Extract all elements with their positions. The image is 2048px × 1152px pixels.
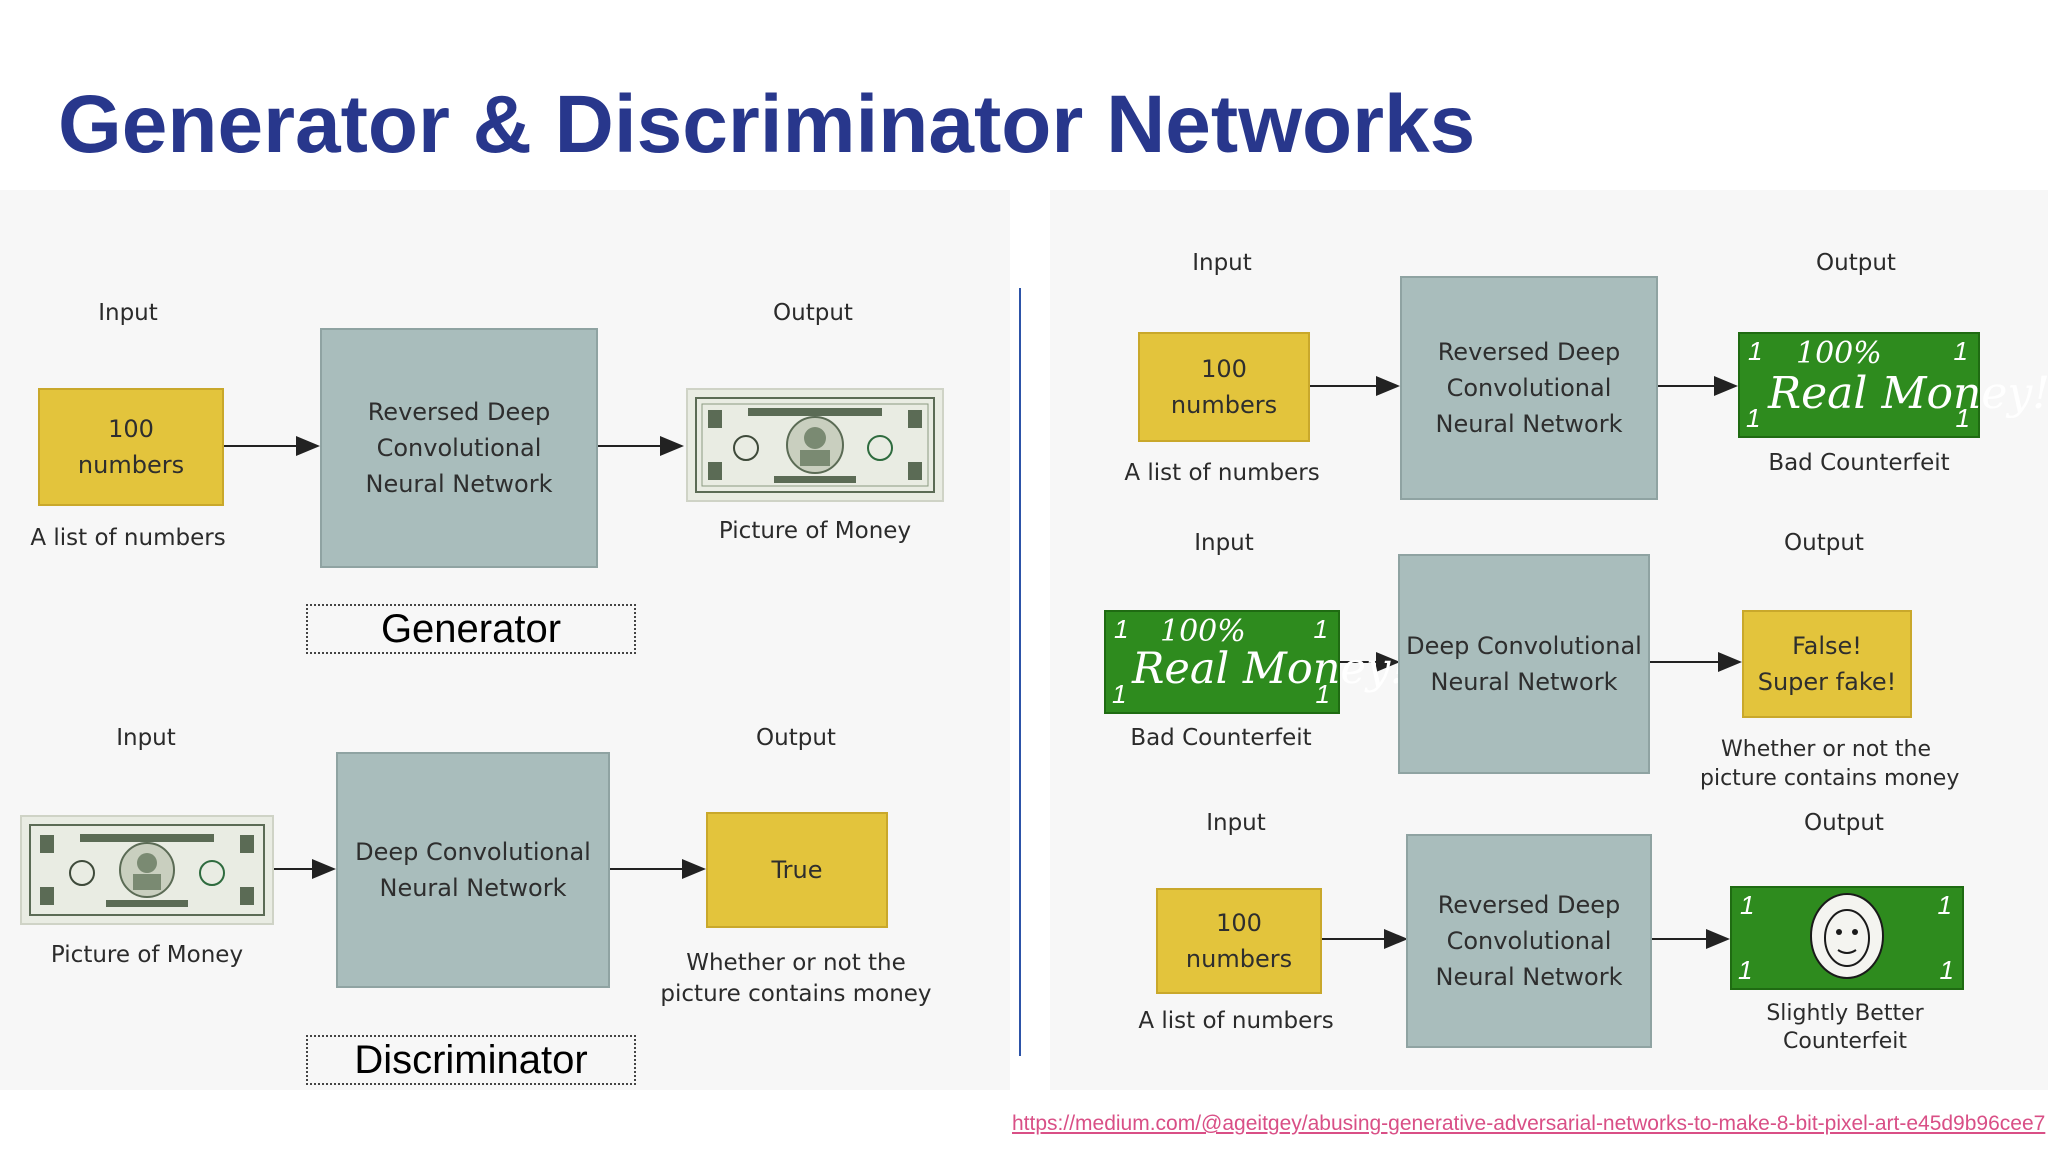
r1-fake-bill-image: 100% Real Money! 1 1 1 1 — [1738, 332, 2048, 438]
disc-network-line1: Deep Convolutional — [355, 838, 591, 866]
source-link[interactable]: https://medium.com/@ageitgey/abusing-gen… — [1012, 1112, 2046, 1135]
r1-input-box-line1: 100 — [1201, 355, 1247, 383]
r3-input-box: 100 numbers — [1156, 888, 1322, 994]
dollar-bill-image — [686, 388, 944, 502]
r3-face-graphic — [1810, 893, 1884, 979]
r3-bill-corner-tr: 1 — [1937, 890, 1952, 920]
r3-input-box-line1: 100 — [1216, 909, 1262, 937]
r3-network-line3: Neural Network — [1435, 963, 1623, 991]
r1-bill-corner-bl: 1 — [1746, 403, 1761, 433]
r2-fake-bill-image: 100% Real Money! 1 1 1 1 — [1104, 610, 1408, 714]
r3-output-heading: Output — [1804, 810, 1884, 836]
r1-input-heading: Input — [1192, 250, 1252, 276]
disc-network-line2: Neural Network — [379, 874, 567, 902]
disc-output-box: True — [706, 812, 888, 928]
gen-input-box: 100 numbers — [38, 388, 224, 506]
r2-network-line2: Neural Network — [1430, 668, 1618, 696]
r2-output-box: False! Super fake! — [1742, 610, 1912, 718]
r3-input-caption: A list of numbers — [1138, 1008, 1334, 1034]
gen-network-line2: Convolutional — [376, 434, 542, 462]
r3-network-box: Reversed Deep Convolutional Neural Netwo… — [1406, 834, 1652, 1048]
r1-network-line1: Reversed Deep — [1437, 338, 1621, 366]
gen-output-caption: Picture of Money — [718, 518, 912, 544]
disc-output-caption: Whether or not the picture contains mone… — [660, 948, 932, 1010]
r1-bill-corner-br: 1 — [1955, 403, 1970, 433]
gen-network-line1: Reversed Deep — [367, 398, 551, 426]
dollar-bill-graphic — [695, 397, 935, 493]
r3-network-line2: Convolutional — [1446, 927, 1612, 955]
r1-network-line3: Neural Network — [1435, 410, 1623, 438]
gen-input-caption: A list of numbers — [30, 525, 226, 551]
disc-output-caption-line2: picture contains money — [660, 981, 932, 1008]
r1-bill-top-text: 100% — [1796, 336, 1882, 371]
r3-bill-corner-bl: 1 — [1738, 955, 1753, 985]
r1-bill-main-text: Real Money! — [1768, 368, 2048, 419]
r2-output-caption-line1: Whether or not the — [1721, 737, 1931, 762]
r3-better-counterfeit-image: 1 1 1 1 — [1730, 886, 1964, 990]
disc-network-box: Deep Convolutional Neural Network — [336, 752, 610, 988]
r2-output-heading: Output — [1784, 530, 1864, 556]
r3-network-line1: Reversed Deep — [1437, 891, 1621, 919]
r3-bill-corner-tl: 1 — [1740, 890, 1755, 920]
gen-input-box-line1: 100 — [108, 415, 154, 443]
r2-input-caption: Bad Counterfeit — [1130, 725, 1312, 751]
slide-title: Generator & Discriminator Networks — [58, 79, 1476, 170]
disc-output-heading: Output — [756, 725, 836, 751]
vertical-divider — [1019, 288, 1021, 1056]
generator-tag: Generator — [306, 604, 636, 654]
r2-bill-corner-br: 1 — [1315, 679, 1330, 709]
disc-output-caption-line1: Whether or not the — [686, 950, 906, 976]
r1-network-line2: Convolutional — [1446, 374, 1612, 402]
disc-input-caption: Picture of Money — [50, 942, 244, 968]
r1-bill-corner-tr: 1 — [1953, 336, 1968, 366]
r1-bill-corner-tl: 1 — [1748, 336, 1763, 366]
r2-bill-corner-tr: 1 — [1313, 614, 1328, 644]
r2-output-caption: Whether or not the picture contains mone… — [1700, 736, 1960, 793]
gen-input-box-line2: numbers — [77, 451, 185, 479]
gen-input-heading: Input — [98, 300, 158, 326]
dollar-bill-input-graphic — [29, 824, 265, 916]
r2-output-box-line1: False! — [1792, 632, 1862, 660]
dollar-bill-image-input — [20, 815, 274, 925]
r2-bill-top-text: 100% — [1160, 614, 1246, 649]
r1-input-box-line2: numbers — [1170, 391, 1278, 419]
r3-output-caption-line1: Slightly Better — [1766, 1001, 1924, 1026]
r2-input-heading: Input — [1194, 530, 1254, 556]
r1-input-caption: A list of numbers — [1124, 460, 1320, 486]
gen-output-heading: Output — [773, 300, 853, 326]
r2-output-caption-line2: picture contains money — [1700, 765, 1960, 791]
gen-network-box: Reversed Deep Convolutional Neural Netwo… — [320, 328, 598, 568]
r1-network-box: Reversed Deep Convolutional Neural Netwo… — [1400, 276, 1658, 500]
gen-network-line3: Neural Network — [365, 470, 553, 498]
r3-bill-corner-br: 1 — [1939, 955, 1954, 985]
r2-bill-main-text: Real Money! — [1132, 644, 1408, 694]
r2-network-box: Deep Convolutional Neural Network — [1398, 554, 1650, 774]
r1-output-caption: Bad Counterfeit — [1768, 450, 1950, 476]
r2-bill-corner-tl: 1 — [1114, 614, 1129, 644]
discriminator-tag: Discriminator — [306, 1035, 636, 1085]
r3-output-caption-line2: Counterfeit — [1783, 1028, 1907, 1054]
r2-network-line1: Deep Convolutional — [1406, 632, 1642, 660]
r1-output-heading: Output — [1816, 250, 1896, 276]
r2-output-box-line2: Super fake! — [1757, 668, 1897, 696]
r1-input-box: 100 numbers — [1138, 332, 1310, 442]
r3-output-caption: Slightly Better Counterfeit — [1742, 1000, 1948, 1055]
r3-input-heading: Input — [1206, 810, 1266, 836]
disc-input-heading: Input — [116, 725, 176, 751]
r2-bill-corner-bl: 1 — [1112, 679, 1127, 709]
r3-input-box-line2: numbers — [1185, 945, 1293, 973]
